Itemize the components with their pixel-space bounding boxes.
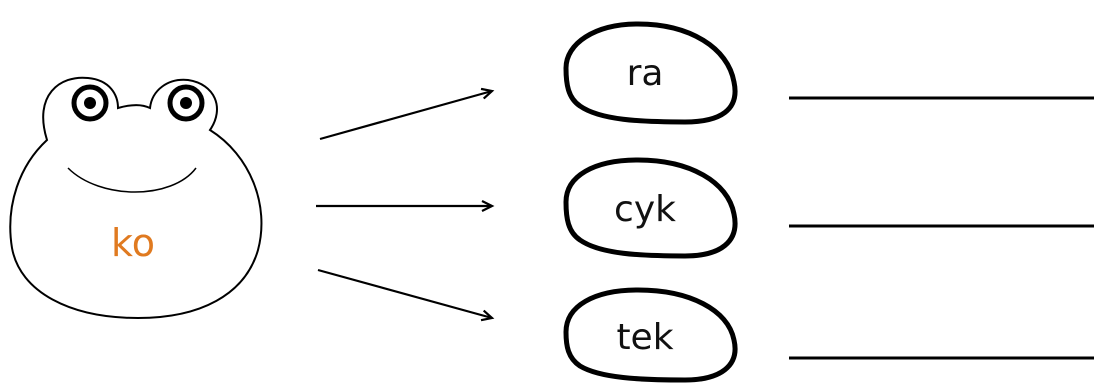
frog-face xyxy=(9,76,263,320)
syllable-label-tek: tek xyxy=(616,317,674,358)
left-eye-pupil xyxy=(84,97,96,109)
frog-smile xyxy=(67,167,197,193)
frog-syllable-label: ko xyxy=(111,221,155,265)
arrow-to-ra xyxy=(319,87,495,141)
syllable-label-ra: ra xyxy=(626,53,664,94)
right-eye-pupil xyxy=(180,97,192,109)
syllable-bubble-tek xyxy=(563,287,738,383)
arrow-to-tek xyxy=(317,268,495,322)
syllable-bubble-cyk xyxy=(563,157,738,259)
right-eye xyxy=(167,84,205,122)
syllable-bubble-ra xyxy=(563,21,738,125)
left-eye xyxy=(71,84,109,122)
frog-head-outline xyxy=(9,76,263,320)
syllable-label-cyk: cyk xyxy=(614,189,676,230)
